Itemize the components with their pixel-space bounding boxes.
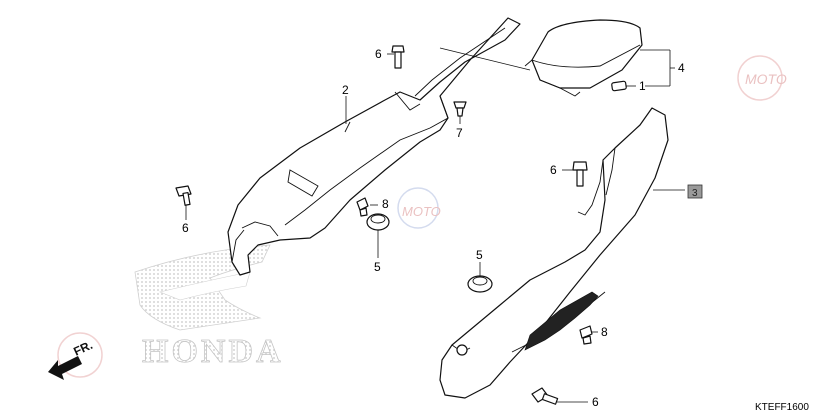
callout-6-bottom: 6 xyxy=(592,395,599,409)
rear-center-cowl xyxy=(524,19,643,97)
honda-wing-logo xyxy=(134,244,271,331)
callout-3: 3 xyxy=(692,188,698,199)
clip-7 xyxy=(453,101,467,117)
front-direction-arrow: FR. xyxy=(48,338,95,380)
callout-5-right: 5 xyxy=(476,248,483,262)
watermark-logo: MOTO MOTO xyxy=(57,55,787,378)
callout-2: 2 xyxy=(342,83,349,97)
rubber-cushion xyxy=(611,80,627,92)
right-side-cover xyxy=(439,107,669,399)
callout-7: 7 xyxy=(456,126,463,140)
callout-4: 4 xyxy=(678,61,685,75)
leader-lines xyxy=(185,47,685,403)
screw-8-right xyxy=(579,325,593,345)
callout-6-left: 6 xyxy=(182,221,189,235)
bolt-6-top xyxy=(391,45,405,69)
fr-label: FR. xyxy=(71,338,94,359)
callout-5-left: 5 xyxy=(374,260,381,274)
bolt-6-bottom xyxy=(531,387,559,405)
callout-3-box: 3 xyxy=(687,184,703,199)
callout-8-right: 8 xyxy=(601,325,608,339)
svg-text:MOTO: MOTO xyxy=(402,204,441,219)
honda-brand-text: HONDA xyxy=(142,333,284,370)
callout-6-right: 6 xyxy=(550,163,557,177)
screw-8-left xyxy=(356,197,369,217)
svg-text:MOTO: MOTO xyxy=(745,71,787,87)
callout-8-left: 8 xyxy=(382,197,389,211)
left-side-cover xyxy=(227,17,521,276)
callout-6-top: 6 xyxy=(375,47,382,61)
bolt-6-left xyxy=(175,185,192,206)
grommet-5-left xyxy=(366,213,390,231)
bolt-6-right xyxy=(572,161,588,187)
diagram-code: KTEFF1600 xyxy=(755,402,809,413)
callout-1: 1 xyxy=(639,79,646,93)
grommet-5-right xyxy=(467,275,493,293)
